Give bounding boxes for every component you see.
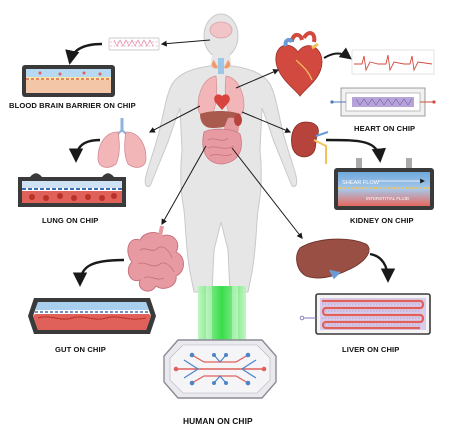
kidney-on-chip-label: KIDNEY ON CHIP (350, 216, 414, 225)
human-body (144, 13, 298, 293)
green-light-beam (198, 286, 246, 340)
kidney-chip: SHEAR FLOW INTERSTITIAL FLUID (334, 158, 434, 210)
liver-on-chip-label: LIVER ON CHIP (342, 345, 400, 354)
gut-on-chip-label: GUT ON CHIP (55, 345, 106, 354)
heart-chip (330, 87, 436, 117)
kidney-icon (291, 121, 329, 164)
heart-icon (275, 31, 323, 97)
bbb-chip (22, 65, 115, 97)
liver-chip (299, 293, 431, 335)
lung-on-chip-label: LUNG ON CHIP (42, 216, 99, 225)
brain-chip-icon (108, 37, 160, 51)
heart-on-chip-label: HEART ON CHIP (354, 124, 416, 133)
ecg-signal (351, 49, 435, 75)
blood-brain-barrier-label: BLOOD BRAIN BARRIER ON CHIP (9, 101, 136, 110)
lungs-icon (97, 118, 147, 168)
shear-flow-label: SHEAR FLOW (342, 180, 380, 186)
gut-chip (28, 298, 156, 334)
liver-icon (296, 238, 370, 280)
lung-chip (18, 173, 126, 207)
human-chip (163, 339, 277, 399)
interstitial-fluid-label: INTERSTITIAL FLUID (366, 196, 409, 201)
human-on-chip-label: HUMAN ON CHIP (183, 416, 253, 426)
intestine-icon (127, 225, 184, 292)
